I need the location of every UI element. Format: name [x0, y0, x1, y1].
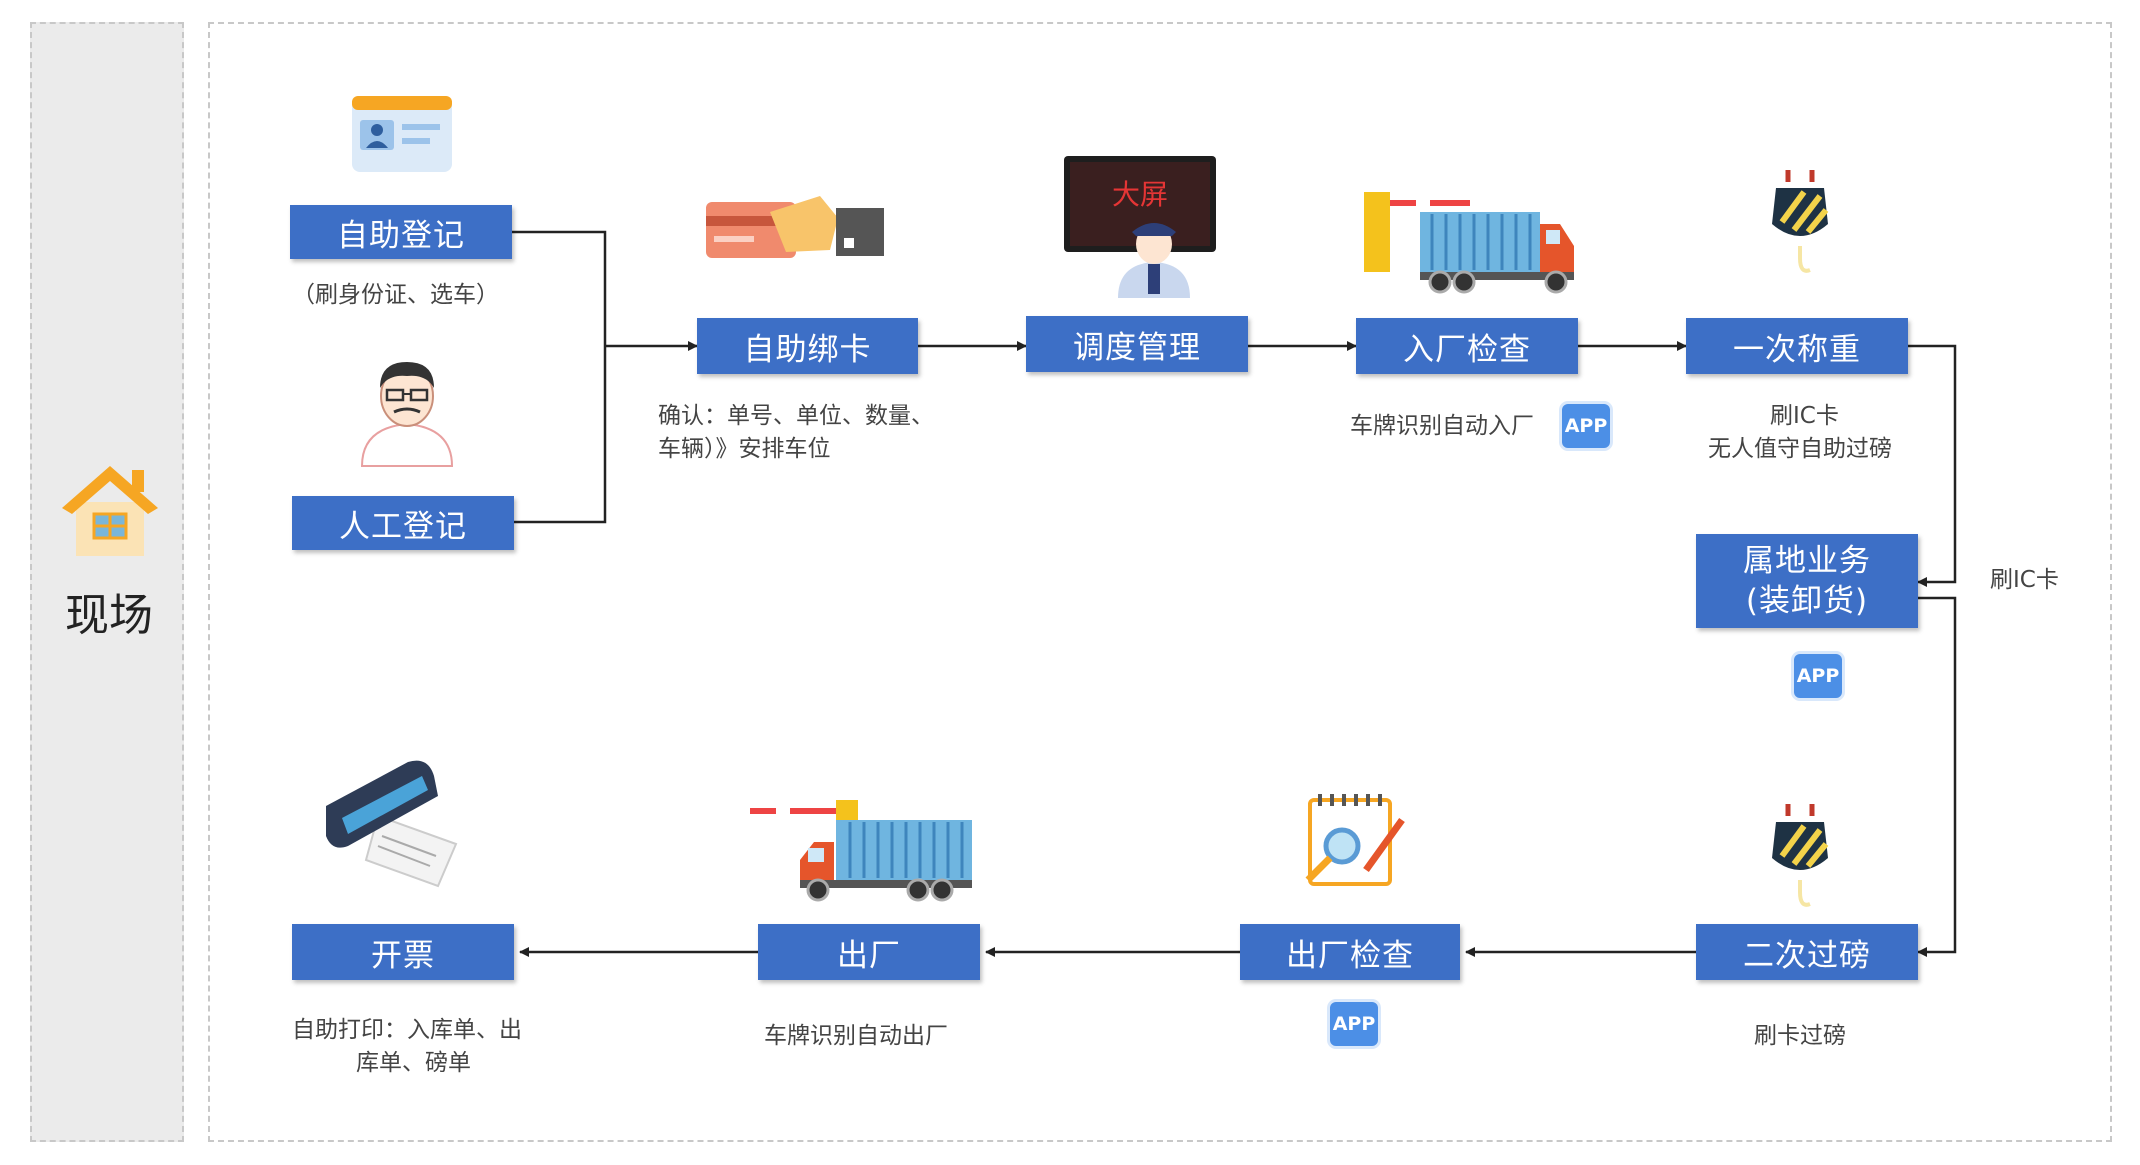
big-screen-guard-icon: 大屏 [1064, 156, 1216, 298]
card-swipe-icon [706, 196, 884, 258]
exit-check-box: 出厂检查 [1240, 924, 1460, 980]
self-register-note: （刷身份证、选车） [292, 282, 499, 308]
invoice-note-1: 自助打印：入库单、出 [292, 1017, 522, 1043]
entry-check-box: 入厂检查 [1356, 318, 1578, 374]
entry-check-note: 车牌识别自动入厂 [1350, 413, 1534, 439]
truck-barrier-icon [1364, 192, 1574, 294]
id-card-icon [352, 96, 452, 172]
printer-icon [326, 760, 458, 888]
second-weigh-box: 二次过磅 [1696, 924, 1918, 980]
self-register-box: 自助登记 [290, 205, 512, 259]
invoice-note-2: 库单、磅单 [356, 1050, 471, 1076]
screen-label: 大屏 [1112, 178, 1168, 211]
person-icon [360, 362, 454, 467]
house-icon [62, 466, 158, 556]
swipe-ic-side-note: 刷IC卡 [1990, 567, 2059, 593]
bind-card-note-2: 车辆）》安排车位 [658, 436, 831, 462]
bind-card-box: 自助绑卡 [697, 318, 918, 374]
lane-title: 现场 [65, 590, 153, 641]
dispatch-box: 调度管理 [1026, 316, 1248, 372]
bind-card-note-1: 确认：单号、单位、数量、 [658, 403, 934, 429]
crane-hook-icon [1772, 170, 1829, 273]
local-business-label-1: 属地业务 [1743, 543, 1871, 579]
exit-note: 车牌识别自动出厂 [764, 1023, 948, 1049]
first-weigh-note-2: 无人值守自助过磅 [1708, 436, 1892, 462]
first-weigh-note-1: 刷IC卡 [1770, 403, 1839, 429]
exit-box: 出厂 [758, 924, 980, 980]
crane-hook-icon [1772, 804, 1829, 907]
local-business-box: 属地业务 (装卸货) [1696, 534, 1918, 628]
manual-register-box: 人工登记 [292, 496, 514, 550]
invoice-box: 开票 [292, 924, 514, 980]
app-badge-exit-check: APP [1330, 1002, 1378, 1046]
inspection-icon [1305, 794, 1405, 886]
lane-header: 现场 [30, 22, 184, 1142]
second-weigh-note: 刷卡过磅 [1754, 1023, 1846, 1049]
local-business-label-2: (装卸货) [1745, 583, 1869, 619]
app-badge-local-business: APP [1794, 654, 1842, 698]
truck-barrier-icon [750, 800, 972, 902]
flow-area [208, 22, 2112, 1142]
app-badge-entry-check: APP [1562, 404, 1610, 448]
first-weigh-box: 一次称重 [1686, 318, 1908, 374]
